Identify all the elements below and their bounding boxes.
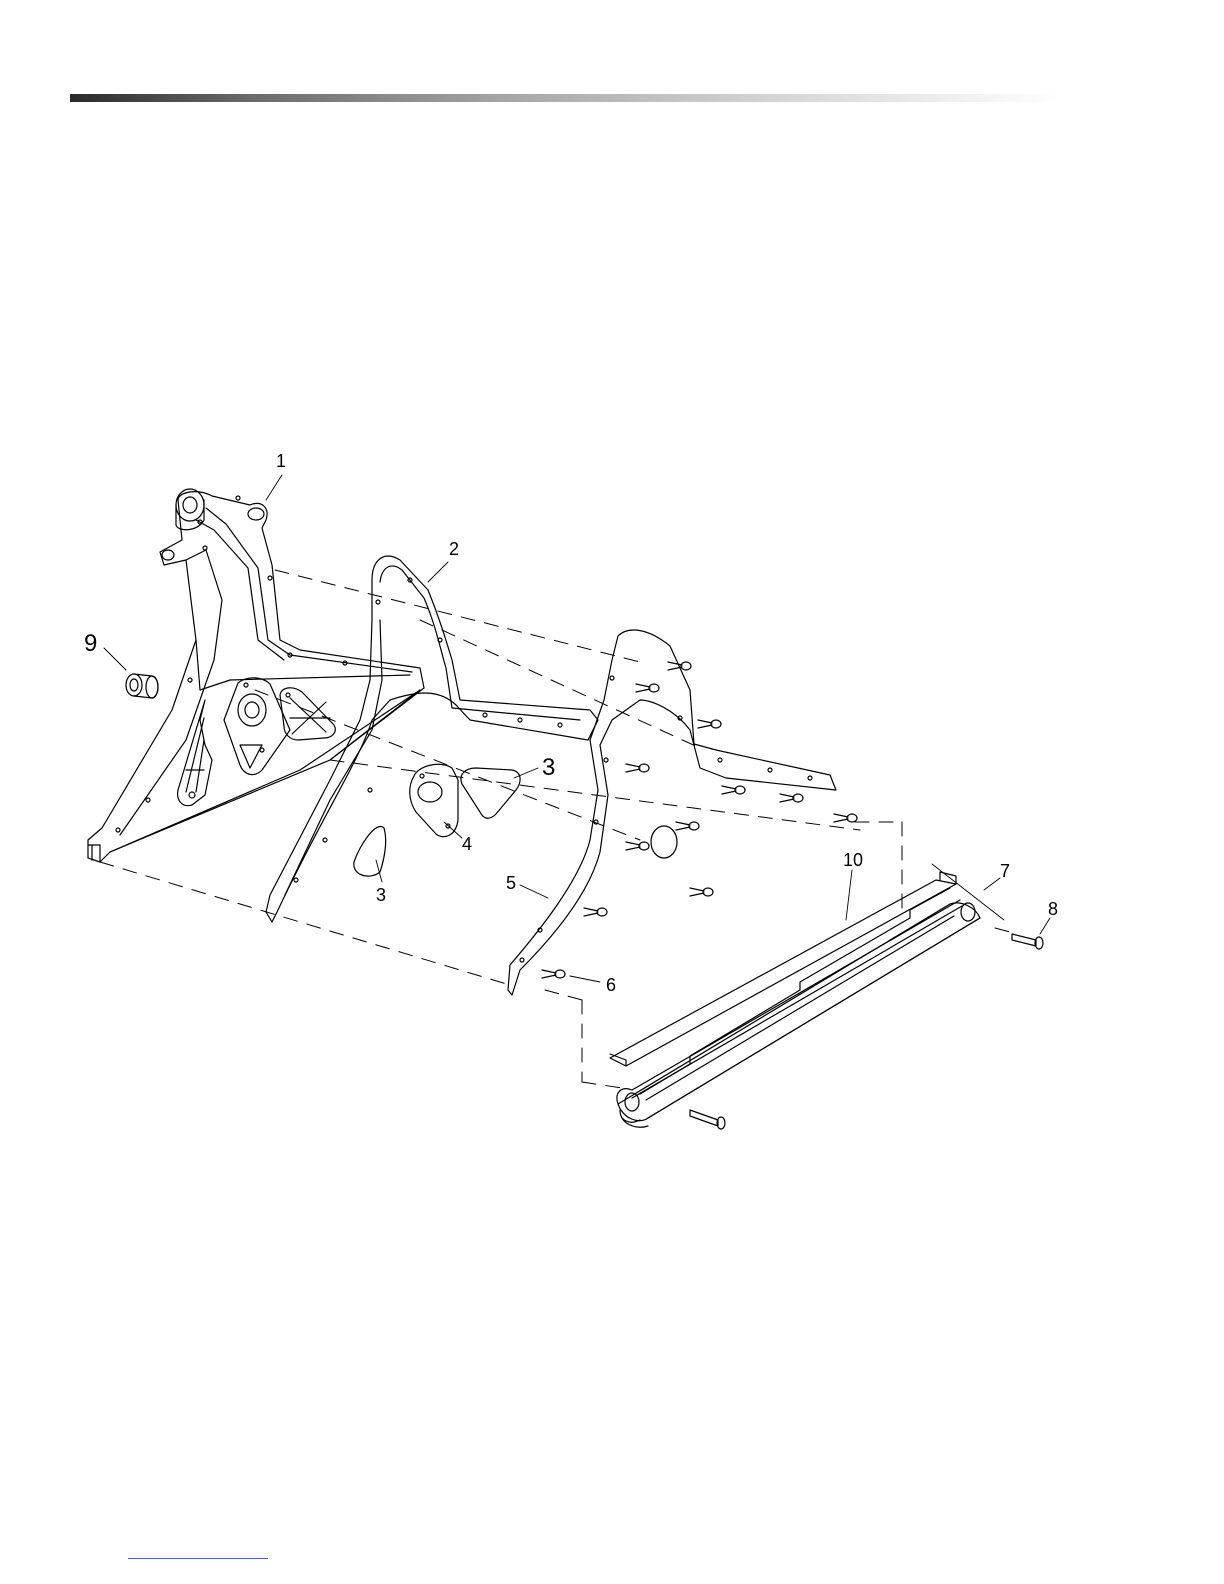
callout-1: 1: [276, 451, 286, 471]
right-side-plate: [508, 630, 836, 995]
callout-9: 9: [84, 630, 97, 657]
footer-link-underline: [128, 1558, 268, 1559]
gasket-plate: [410, 764, 458, 836]
callout-3-lower: 3: [376, 885, 386, 905]
assembly-guide-lines: [100, 570, 1010, 1088]
callout-2: 2: [449, 539, 459, 559]
callout-3-upper: 3: [542, 754, 555, 781]
pin-right: [1012, 934, 1043, 949]
bearing-housing-center: [224, 678, 290, 775]
callout-6: 6: [606, 975, 616, 995]
callout-10: 10: [843, 850, 863, 870]
bushing: [126, 674, 158, 698]
callout-7: 7: [1000, 861, 1010, 881]
triangular-cover-upper: [461, 768, 520, 818]
callout-8: 8: [1048, 899, 1058, 919]
callout-5: 5: [506, 873, 516, 893]
round-cap: [651, 826, 677, 858]
triangular-cover-lower: [354, 826, 386, 876]
callout-4: 4: [462, 834, 472, 854]
pin-bottom: [690, 1110, 725, 1129]
roller-scraper-assembly: [610, 872, 980, 1127]
callout-labels: 1 2 3 3 4 5 6 7 8 9 10: [84, 451, 1058, 995]
